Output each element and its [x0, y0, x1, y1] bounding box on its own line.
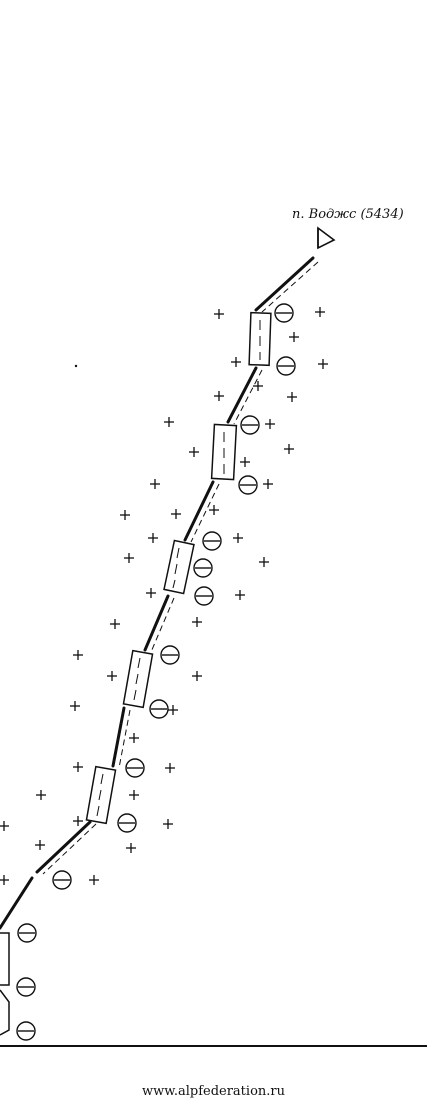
- bivouac-4: [122, 649, 154, 709]
- plus-icon: [253, 381, 263, 391]
- plus-icon: [110, 619, 120, 629]
- plus-icon: [214, 391, 224, 401]
- plus-icon: [73, 816, 83, 826]
- plus-icon: [171, 509, 181, 519]
- plus-icon: [36, 790, 46, 800]
- circle-bar-icon: [52, 870, 72, 890]
- bivouac-1: [248, 311, 272, 367]
- plus-icon: [148, 533, 158, 543]
- plus-icon: [0, 875, 9, 885]
- circle-bar-icon: [240, 415, 260, 435]
- route-line-dashed: [42, 261, 319, 875]
- plus-icon: [263, 479, 273, 489]
- plus-icon: [73, 650, 83, 660]
- plus-icon: [0, 821, 9, 831]
- plus-icon: [259, 557, 269, 567]
- plus-icon: [315, 307, 325, 317]
- bivouac-3: [163, 539, 195, 595]
- plus-icon: [35, 840, 45, 850]
- plus-icon: [73, 762, 83, 772]
- plus-icon: [289, 332, 299, 342]
- plus-icon: [120, 510, 130, 520]
- circle-bar-icon: [16, 977, 36, 997]
- plus-icon: [189, 447, 199, 457]
- bivouac-6: [0, 932, 10, 1036]
- summit-label: п. Воджс (5434): [292, 207, 404, 222]
- plus-icon: [284, 444, 294, 454]
- plus-icon: [209, 505, 219, 515]
- plus-icon: [165, 763, 175, 773]
- circle-bar-icon: [276, 356, 296, 376]
- plus-icon: [107, 671, 117, 681]
- circle-bar-icon: [117, 813, 137, 833]
- plus-icon: [150, 479, 160, 489]
- circle-bar-icon: [202, 531, 222, 551]
- plus-icon: [265, 419, 275, 429]
- plus-icon: [192, 671, 202, 681]
- plus-icon: [192, 617, 202, 627]
- plus-icon: [214, 309, 224, 319]
- plus-icon: [124, 553, 134, 563]
- plus-markers: [0, 307, 328, 885]
- route-line: [0, 256, 315, 930]
- plus-icon: [89, 875, 99, 885]
- plus-icon: [126, 843, 136, 853]
- circle-bar-icon: [125, 758, 145, 778]
- plus-icon: [164, 417, 174, 427]
- plus-icon: [70, 701, 80, 711]
- circle-bar-icon: [274, 303, 294, 323]
- circle-markers: [16, 303, 296, 1041]
- plus-icon: [129, 733, 139, 743]
- circle-bar-icon: [193, 558, 213, 578]
- plus-icon: [287, 392, 297, 402]
- summit-flag-icon: [317, 226, 336, 250]
- plus-icon: [231, 357, 241, 367]
- stray-dot: [74, 364, 78, 368]
- plus-icon: [163, 819, 173, 829]
- plus-icon: [129, 790, 139, 800]
- bivouac-2: [210, 423, 238, 481]
- circle-bar-icon: [238, 475, 258, 495]
- bivouac-5: [85, 765, 117, 825]
- plus-icon: [240, 457, 250, 467]
- plus-icon: [233, 533, 243, 543]
- plus-icon: [318, 359, 328, 369]
- plus-icon: [168, 705, 178, 715]
- footer-url: www.alpfederation.ru: [142, 1084, 285, 1099]
- circle-bar-icon: [17, 923, 37, 943]
- circle-bar-icon: [160, 645, 180, 665]
- circle-bar-icon: [16, 1021, 36, 1041]
- circle-bar-icon: [194, 586, 214, 606]
- plus-icon: [146, 588, 156, 598]
- circle-bar-icon: [149, 699, 169, 719]
- plus-icon: [235, 590, 245, 600]
